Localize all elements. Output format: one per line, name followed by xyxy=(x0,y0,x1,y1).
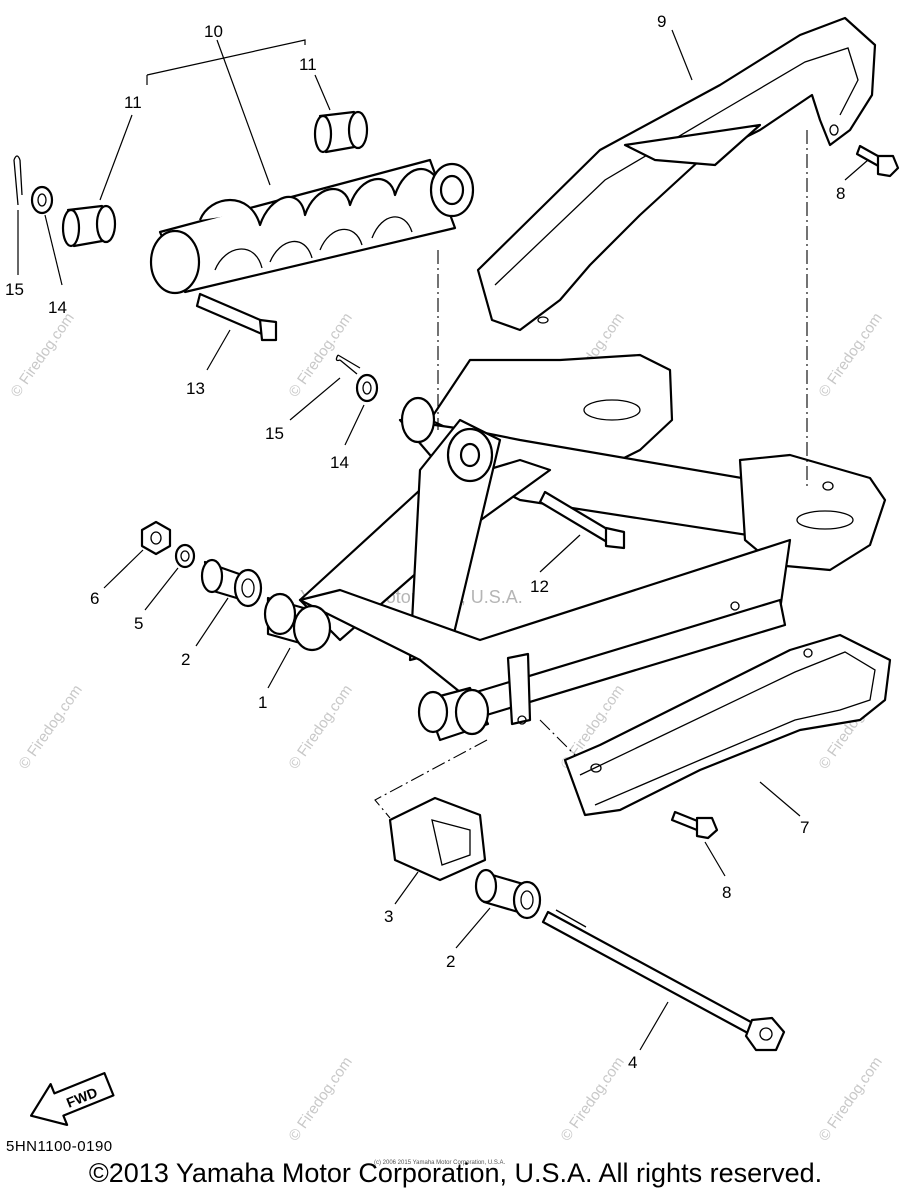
part-2-bushing-lower xyxy=(474,868,542,920)
site-watermark: © Firedog.com xyxy=(557,1054,627,1145)
callout-5: 5 xyxy=(134,614,143,633)
callout-8-a: 8 xyxy=(836,184,845,203)
callout-11-b: 11 xyxy=(299,55,317,74)
callout-9: 9 xyxy=(657,12,666,31)
callout-13: 13 xyxy=(186,379,205,398)
leader-lines xyxy=(17,29,869,1051)
callout-14-a: 14 xyxy=(48,298,67,317)
part-10-rear-shock xyxy=(149,158,475,295)
site-watermark: © Firedog.com xyxy=(815,1054,885,1145)
callout-15-b: 15 xyxy=(265,424,284,443)
part-1-collar xyxy=(263,592,332,652)
part-4-pivot-shaft xyxy=(541,909,786,1052)
diagram-code: 5HN1100-0190 xyxy=(6,1138,113,1155)
assembly-guide-lines xyxy=(374,130,808,819)
callout-6: 6 xyxy=(90,589,99,608)
part-2-bushing-upper xyxy=(200,558,263,608)
callout-12: 12 xyxy=(530,577,549,596)
part-6-nut xyxy=(140,520,172,556)
copyright-notice: ©2013 Yamaha Motor Corporation, U.S.A. A… xyxy=(88,1158,823,1188)
part-1-rear-arm xyxy=(298,353,887,726)
part-15-cotter-pin-left xyxy=(13,155,23,206)
site-watermark: © Firedog.com xyxy=(285,1054,355,1145)
callout-7: 7 xyxy=(800,818,809,837)
callout-2-a: 2 xyxy=(181,650,190,669)
callout-2-b: 2 xyxy=(446,952,455,971)
part-14-washer-left xyxy=(30,185,54,215)
site-watermark: © Firedog.com xyxy=(285,682,355,773)
callout-4: 4 xyxy=(628,1053,637,1072)
site-watermark: © Firedog.com xyxy=(15,682,85,773)
part-11-collar-left xyxy=(61,204,117,248)
part-8-bolt-lower xyxy=(670,810,719,840)
part-15-cotter-pin-right xyxy=(335,354,361,375)
callout-15-a: 15 xyxy=(5,280,24,299)
part-13-pin xyxy=(195,292,278,342)
callout-14-b: 14 xyxy=(330,453,349,472)
callout-8-b: 8 xyxy=(722,883,731,902)
site-watermark: © Firedog.com xyxy=(285,310,355,401)
part-8-bolt-upper xyxy=(855,144,900,178)
fwd-arrow: FWD xyxy=(29,1072,115,1126)
part-1-pivot-right xyxy=(417,686,490,742)
callout-labels: 10 11 11 9 8 15 14 13 15 14 12 6 5 2 1 7… xyxy=(5,12,845,1072)
callout-10: 10 xyxy=(204,22,223,41)
part-14-washer-right xyxy=(355,373,379,403)
site-watermark: © Firedog.com xyxy=(815,310,885,401)
part-12-bolt xyxy=(538,490,626,550)
callout-1: 1 xyxy=(258,693,267,712)
part-11-collar-right xyxy=(313,110,369,154)
callout-11-a: 11 xyxy=(124,93,142,112)
part-5-washer xyxy=(174,543,196,569)
part-7-chain-guard xyxy=(563,633,892,817)
site-watermark: © Firedog.com xyxy=(7,310,77,401)
fine-print: (c) 2006 2015 Yamaha Motor Corporation, … xyxy=(374,1160,506,1166)
callout-3: 3 xyxy=(384,907,393,926)
part-3-chain-pad xyxy=(388,796,487,882)
part-9-chain-cover xyxy=(476,16,877,332)
